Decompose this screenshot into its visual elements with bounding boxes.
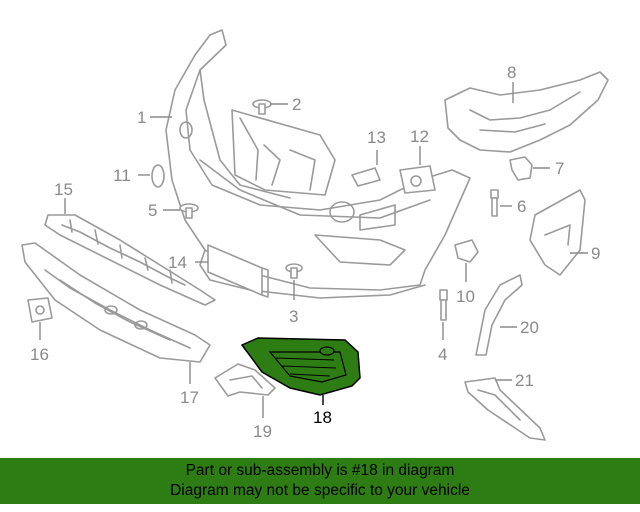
part-2-clip [252, 99, 272, 115]
callout-3: 3 [289, 307, 298, 326]
callout-9: 9 [591, 244, 600, 263]
callout-10: 10 [456, 287, 475, 306]
part-8-support-bracket [444, 71, 609, 153]
part-19-air-duct [214, 363, 276, 397]
part-10-bracket [454, 239, 479, 263]
part-9-bracket [529, 189, 586, 276]
part-14-license-bracket [207, 244, 269, 298]
callout-21: 21 [515, 371, 534, 390]
part-12-cover [399, 165, 436, 194]
callout-leaders [39, 82, 588, 418]
part-1-bumper-cover [165, 29, 471, 299]
callout-7: 7 [555, 159, 564, 178]
part-20-trim-strip [475, 274, 523, 356]
callout-17: 17 [180, 388, 199, 407]
callout-15: 15 [54, 180, 73, 199]
part-6-bolt [490, 189, 499, 217]
part-15-upper-grille [44, 214, 216, 306]
part-7-bracket [509, 156, 533, 181]
callout-1: 1 [137, 108, 146, 127]
callout-6: 6 [517, 197, 526, 216]
info-banner: Part or sub-assembly is #18 in diagram D… [0, 458, 640, 504]
callout-8: 8 [507, 63, 516, 82]
part-5-rivet [179, 203, 199, 219]
callout-19: 19 [253, 422, 272, 441]
callout-labels: 1 2 3 4 5 6 7 8 9 10 11 12 13 14 15 16 1… [30, 63, 600, 441]
callout-20: 20 [520, 318, 539, 337]
part-16-sensor [27, 297, 53, 323]
part-17-lower-grille [21, 242, 211, 363]
callout-2: 2 [292, 95, 301, 114]
callout-16: 16 [30, 345, 49, 364]
callout-14: 14 [168, 253, 187, 272]
part-21-deflector [464, 377, 546, 441]
callout-11: 11 [113, 166, 131, 185]
part-11-cap [151, 164, 165, 188]
part-18-fog-trim[interactable] [240, 337, 361, 396]
part-3-clip [285, 263, 303, 279]
callout-18: 18 [313, 408, 332, 427]
part-4-bolt [439, 289, 448, 321]
banner-line-2: Diagram may not be specific to your vehi… [170, 482, 470, 499]
banner-line-1: Part or sub-assembly is #18 in diagram [185, 462, 455, 479]
callout-12: 12 [410, 127, 429, 146]
callout-4: 4 [438, 345, 447, 364]
parts-diagram: 1 2 3 4 5 6 7 8 9 10 11 12 13 14 15 16 1… [21, 29, 609, 441]
callout-5: 5 [148, 201, 157, 220]
callout-13: 13 [367, 128, 386, 147]
part-13-tow-cap [351, 167, 381, 187]
